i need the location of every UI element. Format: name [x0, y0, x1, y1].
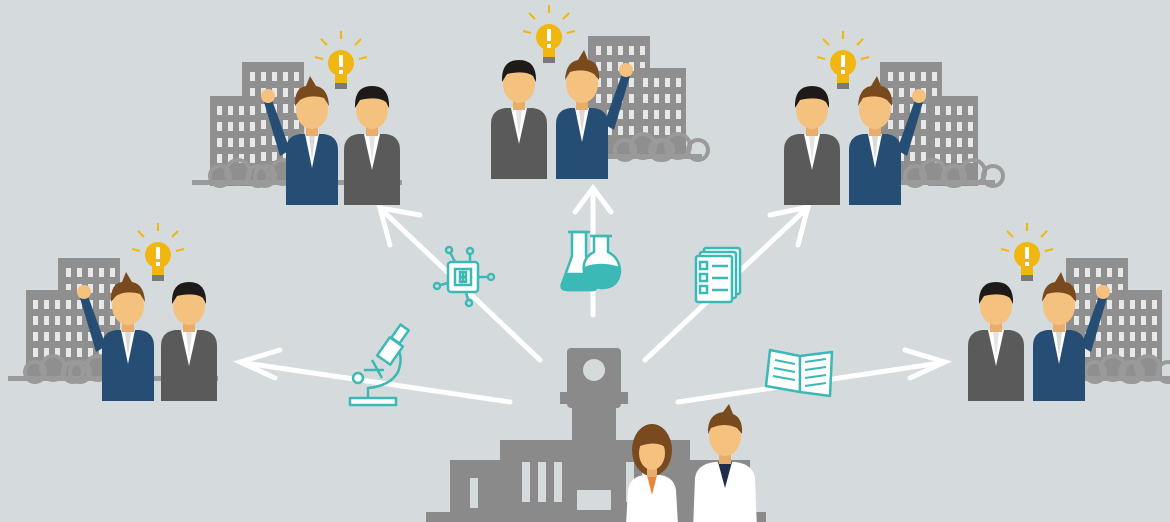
- bulb-icon: [816, 30, 870, 90]
- person-gray-suit: [968, 282, 1024, 401]
- scientist-man: [693, 404, 757, 522]
- scientist-woman: [626, 424, 678, 522]
- open-book-icon: [764, 348, 834, 398]
- microscope-icon: [348, 323, 410, 407]
- microchip-icon: [432, 245, 496, 308]
- person-gray-suit: [491, 60, 547, 179]
- bulb-icon: [131, 222, 185, 282]
- flasks-icon: [560, 230, 622, 292]
- industry-group-top-center: [491, 4, 710, 179]
- industry-group-top-left: [192, 30, 402, 205]
- person-gray-suit: [784, 86, 840, 205]
- bulb-icon: [314, 30, 368, 90]
- arrow-left: [242, 360, 513, 405]
- bulb-icon: [522, 4, 576, 64]
- person-gray-suit: [344, 86, 400, 205]
- industry-group-top-right: [784, 30, 1005, 205]
- person-gray-suit: [161, 282, 217, 401]
- industry-group-mid-right: [968, 222, 1170, 401]
- checklist-icon: [694, 246, 742, 304]
- industry-group-mid-left: [8, 222, 218, 401]
- bulb-icon: [1000, 222, 1054, 282]
